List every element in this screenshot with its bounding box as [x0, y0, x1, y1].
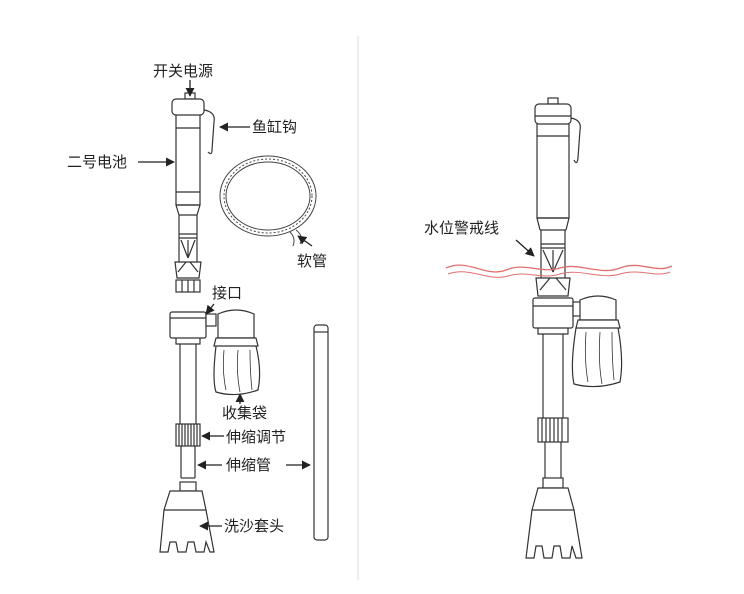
label-collection-bag: 收集袋 [222, 404, 268, 422]
upper-tube-part [179, 344, 197, 424]
impeller-part [174, 215, 202, 293]
collection-bag-part [213, 309, 261, 396]
label-hose: 软管 [297, 252, 328, 270]
left-exploded-view [159, 92, 329, 553]
label-water-level-warning: 水位警戒线 [424, 219, 500, 237]
water-level-line-2 [447, 271, 671, 278]
label-connector: 接口 [212, 284, 243, 302]
right-assembled-view [525, 97, 623, 559]
water-level-arrow [515, 239, 535, 257]
hose-arrow [297, 235, 313, 247]
battery-tube-part [175, 115, 201, 216]
label-telescopic-tube: 伸缩管 [226, 456, 272, 474]
left-pointer-arrows [138, 80, 313, 531]
label-power-switch: 开关电源 [153, 62, 214, 80]
spare-tube-part [313, 324, 329, 541]
assembled-hook [570, 117, 581, 164]
connector-part [169, 311, 217, 345]
water-level-line [445, 264, 673, 273]
label-tank-hook: 鱼缸钩 [252, 118, 298, 136]
label-telescopic-adjust: 伸缩调节 [226, 428, 287, 446]
connector-arrow [205, 303, 215, 315]
label-sand-wash-head: 洗沙套头 [224, 517, 285, 535]
adjust-collar-part [175, 423, 201, 447]
sand-head-part [159, 481, 215, 553]
label-battery: 二号电池 [67, 153, 128, 171]
tank-hook-part [203, 109, 215, 155]
power-switch-part [171, 92, 205, 116]
lower-tube-part [180, 446, 196, 479]
hose-coil-part [219, 155, 317, 247]
